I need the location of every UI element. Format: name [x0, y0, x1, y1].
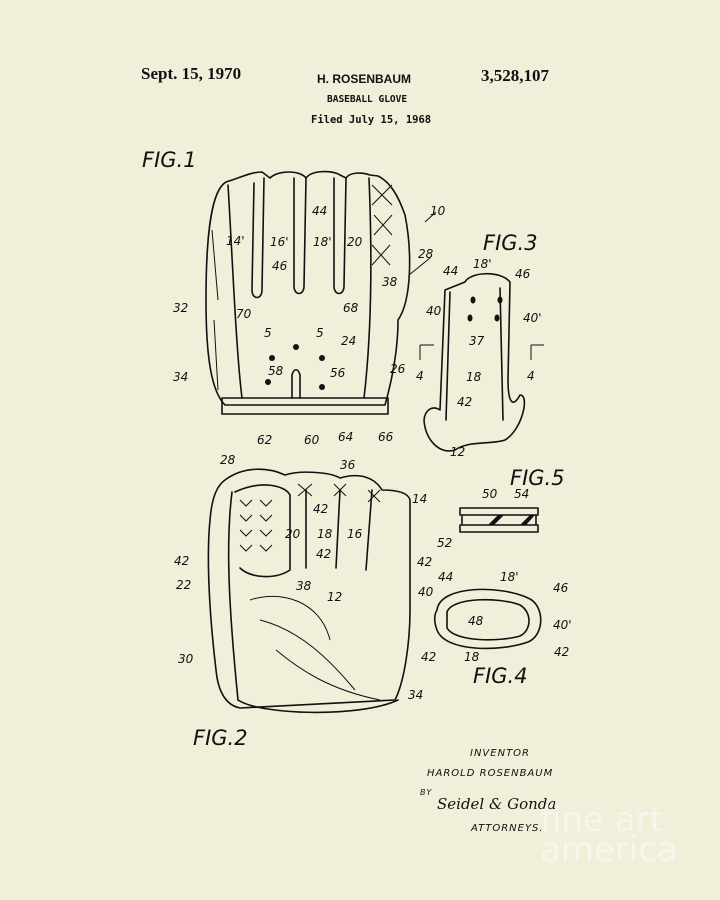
ref-numeral: 64	[338, 430, 353, 444]
ref-numeral: 44	[438, 570, 453, 584]
ref-numeral: 12	[450, 445, 465, 459]
figure-4: FIG.4 44 18' 46 40 48 40' 42 18 42	[418, 570, 572, 688]
ref-numeral: 28	[220, 453, 236, 467]
ref-numeral: 18'	[473, 257, 492, 271]
ref-numeral: 60	[304, 433, 320, 447]
ref-numeral: 10	[430, 204, 446, 218]
ref-numeral: 14	[412, 492, 427, 506]
fig3-numerals: 18' 44 46 40 40' 37 4 4 18 42 12	[416, 257, 542, 459]
patent-date: Sept. 15, 1970	[141, 64, 242, 83]
by-label: BY	[420, 788, 433, 797]
ref-numeral: 42	[417, 555, 432, 569]
figure-5: FIG.5 50 54 52	[437, 466, 565, 550]
ref-numeral: 14'	[226, 234, 245, 248]
ref-numeral: 48	[468, 614, 484, 628]
fig1-glove-outline	[205, 170, 411, 406]
ref-numeral: 30	[178, 652, 194, 666]
ref-numeral: 58	[268, 364, 284, 378]
ref-numeral: 22	[176, 578, 191, 592]
inventor-name: HAROLD ROSENBAUM	[427, 768, 554, 779]
ref-numeral: 52	[437, 536, 452, 550]
ref-numeral: 18'	[500, 570, 519, 584]
ref-numeral: 46	[272, 259, 288, 273]
ref-numeral: 24	[341, 334, 356, 348]
ref-numeral: 38	[296, 579, 312, 593]
figure-3: FIG.3 18' 44 46 40 40' 37 4 4 18 42 12	[416, 231, 544, 459]
ref-numeral: 44	[443, 264, 458, 278]
ref-numeral: 40	[418, 585, 434, 599]
ref-numeral: 38	[382, 275, 398, 289]
fig4-numerals: 44 18' 46 40 48 40' 42 18 42	[418, 570, 572, 664]
ref-numeral: 56	[330, 366, 346, 380]
fig2-numerals: 28 36 42 14 20 18 16 42 42 42 22 38 12 3…	[174, 453, 432, 702]
fig3-label: FIG.3	[483, 231, 538, 255]
inventor-header: H. ROSENBAUM	[317, 72, 412, 86]
ref-numeral: 20	[347, 235, 363, 249]
ref-numeral: 62	[257, 433, 272, 447]
ref-numeral: 32	[173, 301, 188, 315]
attorneys-label: ATTORNEYS.	[471, 823, 544, 834]
ref-numeral: 42	[421, 650, 436, 664]
fig1-label: FIG.1	[142, 148, 197, 172]
ref-numeral: 5	[316, 326, 324, 340]
ref-numeral: 40'	[553, 618, 572, 632]
ref-numeral: 42	[316, 547, 331, 561]
ref-numeral: 44	[312, 204, 327, 218]
ref-numeral: 54	[514, 487, 529, 501]
ref-numeral: 34	[408, 688, 423, 702]
ref-numeral: 18	[466, 370, 482, 384]
ref-numeral: 4	[416, 369, 424, 383]
fig5-label: FIG.5	[510, 466, 565, 490]
ref-numeral: 16	[347, 527, 363, 541]
figure-2: FIG.2 28 36 42 14 20 18 16 42 42 42 22 3…	[174, 453, 432, 750]
fig1-numerals: 10 14' 16' 18' 20 44 46 28 38 32 70 68 5…	[173, 204, 446, 447]
ref-numeral: 50	[482, 487, 498, 501]
fig4-label: FIG.4	[473, 664, 528, 688]
ref-numeral: 20	[285, 527, 301, 541]
ref-numeral: 68	[343, 301, 359, 315]
ref-numeral: 37	[469, 334, 485, 348]
attorney-signature: Seidel & Gonda	[437, 795, 557, 813]
watermark: fine art america	[540, 800, 678, 870]
ref-numeral: 26	[390, 362, 406, 376]
patent-title: BASEBALL GLOVE	[327, 94, 408, 105]
ref-numeral: 42	[457, 395, 472, 409]
ref-numeral: 34	[173, 370, 188, 384]
ref-numeral: 42	[313, 502, 328, 516]
patent-number: 3,528,107	[481, 66, 549, 85]
ref-numeral: 12	[327, 590, 342, 604]
ref-numeral: 70	[236, 307, 252, 321]
ref-numeral: 66	[378, 430, 394, 444]
ref-numeral: 4	[527, 369, 535, 383]
ref-numeral: 42	[174, 554, 189, 568]
ref-numeral: 28	[418, 247, 434, 261]
figure-1: FIG.1 10 14' 16' 18' 20 44 46 28 38 32 7…	[142, 148, 446, 447]
filed-date: Filed July 15, 1968	[311, 114, 432, 126]
fig2-label: FIG.2	[193, 726, 248, 750]
ref-numeral: 46	[553, 581, 569, 595]
ref-numeral: 18	[464, 650, 480, 664]
ref-numeral: 36	[340, 458, 356, 472]
fig5-numerals: 50 54 52	[437, 487, 529, 550]
ref-numeral: 18'	[313, 235, 332, 249]
ref-numeral: 46	[515, 267, 531, 281]
ref-numeral: 16'	[270, 235, 289, 249]
inventor-label: INVENTOR	[470, 748, 530, 759]
ref-numeral: 40'	[523, 311, 542, 325]
ref-numeral: 18	[317, 527, 333, 541]
ref-numeral: 5	[264, 326, 272, 340]
ref-numeral: 42	[554, 645, 569, 659]
ref-numeral: 40	[426, 304, 442, 318]
